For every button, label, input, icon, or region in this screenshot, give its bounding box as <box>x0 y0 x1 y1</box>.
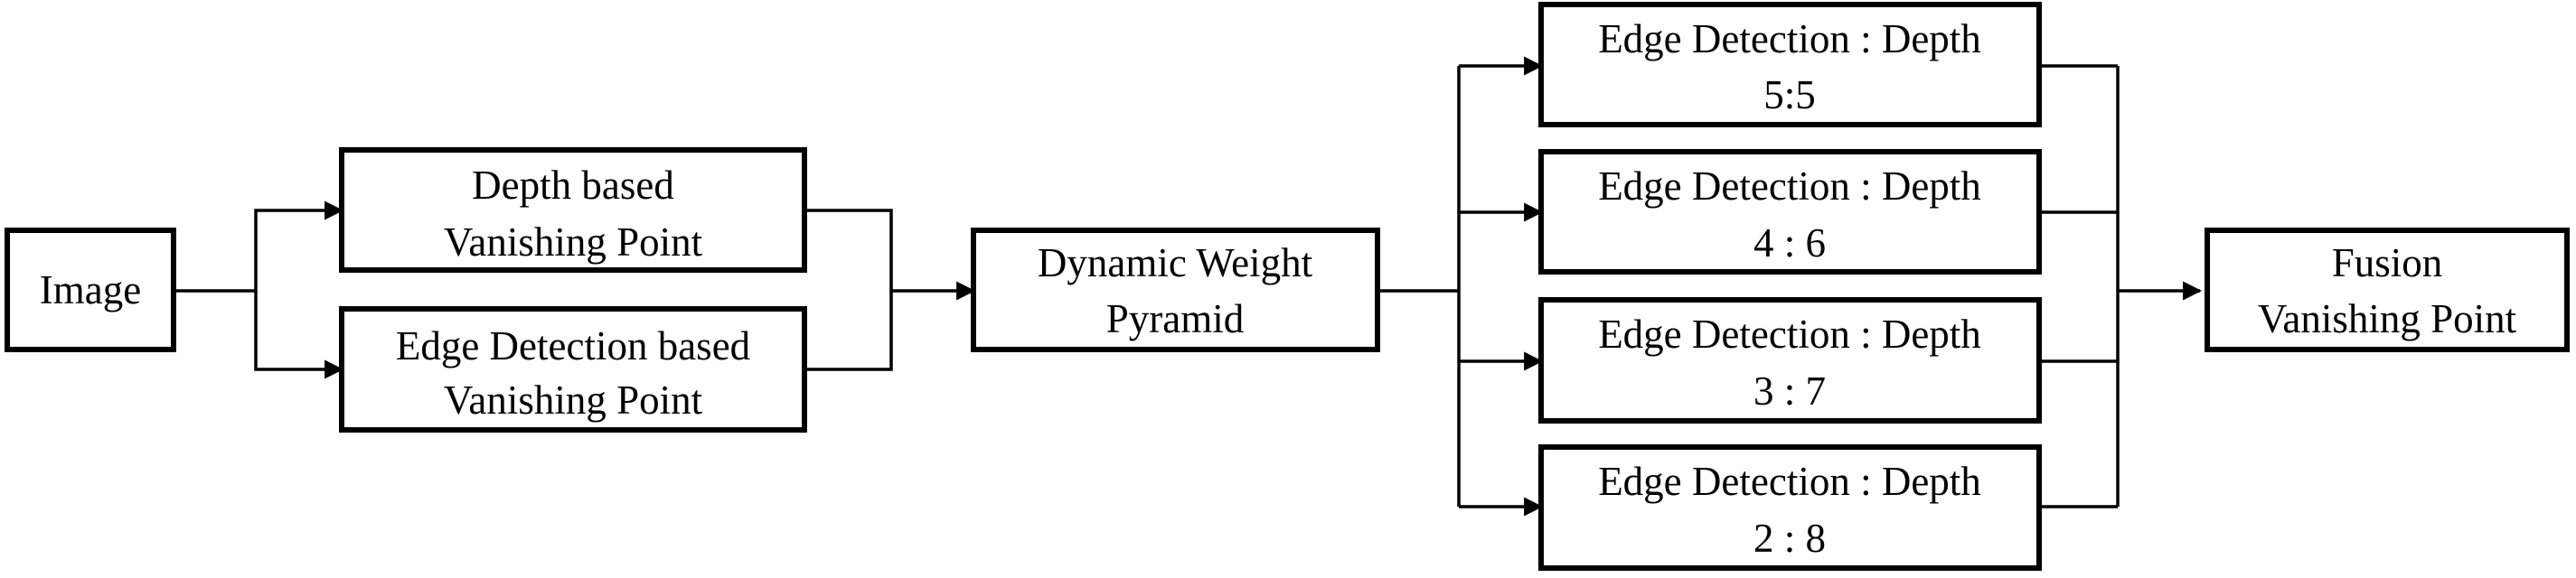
dynamic-weight-pyramid-box <box>971 228 1380 352</box>
edge-depth-vp-to-pyramid <box>806 209 976 301</box>
edge-detection-based-vanishing-point-box <box>339 306 807 433</box>
edge-detection-based-vanishing-point-label-line2: Vanishing Point <box>444 378 703 423</box>
edge-detection-depth-2-8-label-line2: 2 : 8 <box>1753 516 1826 561</box>
edge-image-to-edge-vp <box>254 291 344 379</box>
fusion-vanishing-point-label-line1: Fusion <box>2332 240 2443 285</box>
image-node-box <box>5 228 176 352</box>
edge-edge-vp-to-pyramid <box>806 291 893 371</box>
edge-detection-depth-3-7-node: Edge Detection : Depth 3 : 7 <box>1538 297 2042 424</box>
depth-based-vanishing-point-box <box>339 147 807 273</box>
edge-detection-depth-2-8-label-line1: Edge Detection : Depth <box>1598 459 1981 504</box>
image-node: Image <box>5 228 176 352</box>
fusion-vanishing-point-box <box>2205 228 2570 352</box>
edge-image-to-depth-vp <box>174 200 344 293</box>
dynamic-weight-pyramid-label-line2: Pyramid <box>1106 296 1245 341</box>
edge-detection-depth-5-5-node: Edge Detection : Depth 5:5 <box>1538 2 2042 127</box>
edge-detection-depth-5-5-label-line2: 5:5 <box>1763 72 1816 117</box>
connector-lines <box>174 56 2203 517</box>
fusion-vanishing-point-label-line2: Vanishing Point <box>2258 296 2517 341</box>
image-node-label: Image <box>40 267 141 312</box>
edge-detection-depth-3-7-box <box>1538 297 2042 424</box>
edge-detection-depth-2-8-box <box>1538 444 2042 571</box>
edge-detection-depth-3-7-label-line1: Edge Detection : Depth <box>1598 312 1981 357</box>
depth-based-vanishing-point-label-line2: Vanishing Point <box>444 219 703 265</box>
edge-detection-depth-4-6-box <box>1538 149 2042 275</box>
depth-based-vanishing-point-node: Depth based Vanishing Point <box>339 147 807 273</box>
edge-detection-depth-2-8-node: Edge Detection : Depth 2 : 8 <box>1538 444 2042 571</box>
edge-detection-depth-4-6-node: Edge Detection : Depth 4 : 6 <box>1538 149 2042 275</box>
edge-detection-depth-5-5-label-line1: Edge Detection : Depth <box>1598 16 1981 61</box>
edge-detection-based-vanishing-point-label-line1: Edge Detection based <box>396 323 750 368</box>
edge-detection-depth-5-5-box <box>1538 2 2042 127</box>
dynamic-weight-pyramid-label-line1: Dynamic Weight <box>1038 240 1313 285</box>
edge-detection-depth-3-7-label-line2: 3 : 7 <box>1753 368 1826 414</box>
fusion-vanishing-point-node: Fusion Vanishing Point <box>2205 228 2570 352</box>
edge-detection-depth-4-6-label-line2: 4 : 6 <box>1753 220 1826 266</box>
edge-detection-depth-4-6-label-line1: Edge Detection : Depth <box>1598 163 1981 209</box>
depth-based-vanishing-point-label-line1: Depth based <box>472 163 674 208</box>
dynamic-weight-pyramid-node: Dynamic Weight Pyramid <box>971 228 1380 352</box>
edge-detection-based-vanishing-point-node: Edge Detection based Vanishing Point <box>339 306 807 433</box>
